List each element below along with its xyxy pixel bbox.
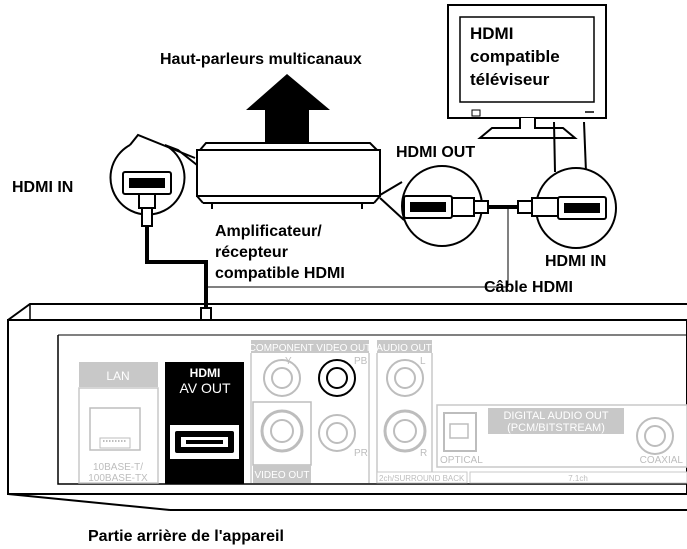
digital-audio-section bbox=[436, 404, 687, 484]
hdmi-in-callout-right bbox=[535, 167, 617, 249]
optical-label: OPTICAL bbox=[440, 455, 483, 466]
hdmi-av-out-port bbox=[165, 362, 244, 484]
audio-out-section bbox=[376, 340, 468, 484]
speakers-label: Haut-parleurs multicanaux bbox=[160, 51, 362, 68]
pb-label: PB bbox=[354, 356, 368, 367]
surround-back-label: 2ch/SURROUND BACK bbox=[379, 474, 465, 483]
amplifier-receiver bbox=[196, 142, 381, 209]
television bbox=[447, 4, 607, 139]
component-video-out-label: COMPONENT VIDEO OUT bbox=[249, 343, 372, 354]
hdmi-cable-short bbox=[451, 197, 559, 287]
amplifier-label-line1: Amplificateur/ bbox=[215, 223, 322, 240]
lan-spec-line1: 10BASE-T/ bbox=[93, 462, 143, 473]
pr-label: PR bbox=[354, 448, 368, 459]
digital-audio-out-line2: (PCM/BITSTREAM) bbox=[507, 422, 605, 434]
lan-port bbox=[78, 362, 159, 484]
hdmi-cable-label: Câble HDMI bbox=[484, 279, 573, 296]
av-out-label: AV OUT bbox=[179, 380, 231, 396]
tv-label-line1: HDMI bbox=[470, 24, 513, 43]
ch71-label: 7.1ch bbox=[568, 474, 588, 483]
y-label: Y bbox=[285, 356, 292, 367]
tv-label-line2: compatible bbox=[470, 47, 560, 66]
amplifier-label-line3: compatible HDMI bbox=[215, 265, 345, 282]
component-video-section bbox=[250, 340, 370, 483]
r-label: R bbox=[420, 448, 427, 459]
hdmi-logo: HDMI bbox=[190, 366, 221, 380]
hdmi-out-label: HDMI OUT bbox=[396, 144, 475, 161]
hdmi-in-left-label: HDMI IN bbox=[12, 179, 73, 196]
video-out-label: VIDEO OUT bbox=[254, 470, 309, 481]
amplifier-label-line2: récepteur bbox=[215, 244, 288, 261]
audio-out-label: AUDIO OUT bbox=[376, 343, 432, 354]
hdmi-in-right-label: HDMI IN bbox=[545, 253, 606, 270]
rear-caption: Partie arrière de l'appareil bbox=[88, 528, 284, 545]
coaxial-label: COAXIAL bbox=[640, 455, 684, 466]
lan-label: LAN bbox=[106, 369, 129, 383]
l-label: L bbox=[420, 356, 426, 367]
up-arrow-icon bbox=[246, 74, 330, 150]
tv-label-line3: téléviseur bbox=[470, 70, 550, 89]
lan-spec-line2: 100BASE-TX bbox=[88, 473, 148, 484]
digital-audio-out-line1: DIGITAL AUDIO OUT bbox=[503, 410, 608, 422]
